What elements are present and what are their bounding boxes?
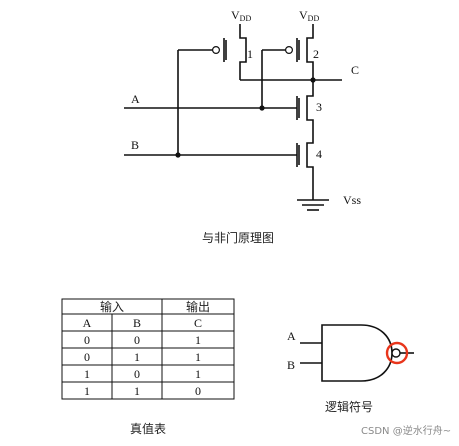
- table-header-cell: A: [83, 316, 92, 330]
- table-header-cell: C: [194, 316, 202, 330]
- table-header-cell: B: [133, 316, 141, 330]
- table-cell: 0: [195, 384, 201, 398]
- output-c-label: C: [351, 63, 359, 77]
- pmos-transistor-1: 1: [178, 24, 253, 80]
- truth-table: 输入 输出 A B C 0 0 1 0 1 1 1 0 1 1 1 0 真值表: [61, 298, 235, 436]
- table-group-output: 输出: [186, 299, 210, 314]
- table-cell: 1: [195, 333, 201, 347]
- vdd-left-label: VDD: [231, 8, 251, 23]
- truth-table-caption: 真值表: [130, 421, 166, 436]
- transistor-number-4: 4: [316, 147, 322, 161]
- highlight-circle: [385, 341, 409, 365]
- table-cell: 1: [84, 367, 90, 381]
- table-cell: 0: [134, 367, 140, 381]
- table-cell: 1: [134, 350, 140, 364]
- schematic: VDD VDD 1 2 C 3: [124, 8, 361, 245]
- table-cell: 0: [84, 350, 90, 364]
- symbol-input-a-label: A: [287, 329, 296, 343]
- circuit-caption: 与非门原理图: [202, 230, 274, 245]
- input-b-label: B: [131, 138, 139, 152]
- table-cell: 1: [134, 384, 140, 398]
- nmos-transistor-3: 3: [296, 80, 322, 135]
- table-cell: 0: [134, 333, 140, 347]
- ground-symbol: [297, 199, 329, 211]
- nmos-transistor-4: 4: [296, 135, 322, 200]
- table-group-inputs: 输入: [100, 299, 124, 314]
- logic-symbol-caption: 逻辑符号: [325, 399, 373, 414]
- inversion-bubble: [391, 348, 401, 358]
- vdd-right-label: VDD: [299, 8, 319, 23]
- transistor-number-3: 3: [316, 100, 322, 114]
- input-a-label: A: [131, 92, 140, 106]
- transistor-number-2: 2: [313, 47, 319, 61]
- table-cell: 1: [195, 367, 201, 381]
- table-cell: 1: [84, 384, 90, 398]
- watermark: CSDN @逆水行舟~: [361, 424, 451, 437]
- symbol-input-b-label: B: [287, 358, 295, 372]
- table-cells: A B C 0 0 1 0 1 1 1 0 1 1 1 0: [83, 316, 202, 398]
- table-cell: 0: [84, 333, 90, 347]
- table-cell: 1: [195, 350, 201, 364]
- vss-label: Vss: [343, 193, 361, 207]
- pmos-transistor-2: 2: [262, 24, 319, 80]
- nand-logic-symbol: A B 逻辑符号: [287, 324, 414, 414]
- transistor-number-1: 1: [247, 47, 253, 61]
